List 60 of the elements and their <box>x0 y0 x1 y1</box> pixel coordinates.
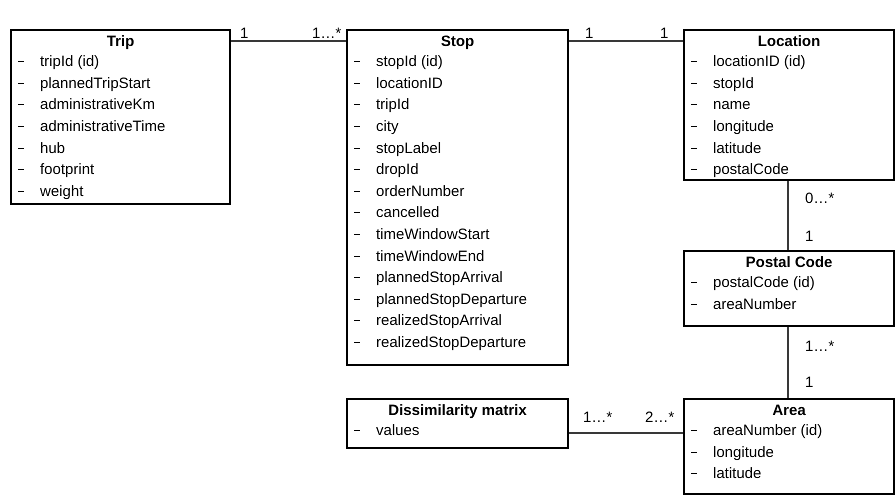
attribute-text: weight <box>40 182 84 200</box>
multiplicity-label: 1 <box>660 25 668 42</box>
association-line <box>569 40 683 42</box>
attribute-text: orderNumber <box>376 182 464 200</box>
class-box <box>10 29 231 205</box>
class-box <box>346 29 569 366</box>
attribute-text: postalCode (id) <box>713 274 815 292</box>
multiplicity-label: 1 <box>585 25 594 42</box>
class-box <box>683 250 895 327</box>
attribute-text: realizedStopDeparture <box>376 334 526 352</box>
attribute-text: realizedStopArrival <box>376 312 502 330</box>
multiplicity-label: 1…* <box>805 338 834 355</box>
attribute-text: stopId <box>713 74 754 92</box>
attribute-text: timeWindowStart <box>376 226 490 244</box>
class-name: Postal Code <box>744 253 834 272</box>
association-line <box>231 40 346 42</box>
attribute-text: tripId (id) <box>40 53 100 70</box>
attribute-text: values <box>376 422 420 440</box>
attribute-text: areaNumber <box>713 296 796 313</box>
attribute-text: postalCode <box>713 161 789 178</box>
multiplicity-label: 2…* <box>645 409 674 426</box>
association-line <box>787 181 789 250</box>
attribute-text: footprint <box>40 161 94 178</box>
multiplicity-label: 1…* <box>312 25 342 42</box>
association-line <box>569 432 683 434</box>
attribute-text: plannedTripStart <box>40 74 150 92</box>
attribute-text: stopId (id) <box>376 53 443 70</box>
attribute-text: city <box>376 118 398 136</box>
multiplicity-label: 1 <box>240 25 248 42</box>
attribute-text: administrativeTime <box>40 118 166 136</box>
attribute-text: locationID <box>376 74 443 92</box>
attribute-text: dropId <box>376 161 419 178</box>
class-box <box>346 398 569 449</box>
attribute-text: name <box>713 96 751 114</box>
attribute-text: stopLabel <box>376 140 442 157</box>
association-line <box>787 327 789 398</box>
attribute-text: latitude <box>713 140 762 157</box>
attribute-text: latitude <box>713 465 762 482</box>
class-box <box>683 29 895 181</box>
class-box <box>683 398 895 495</box>
class-name: Location <box>756 32 822 51</box>
attribute-text: plannedStopArrival <box>376 269 503 286</box>
multiplicity-label: 1 <box>805 228 814 245</box>
attribute-text: longitude <box>713 444 774 461</box>
attribute-text: administrativeKm <box>40 96 156 114</box>
class-name: Dissimilarity matrix <box>387 401 528 420</box>
attribute-text: tripId <box>376 96 410 114</box>
attribute-text: plannedStopDeparture <box>376 290 527 308</box>
multiplicity-label: 1…* <box>583 409 612 426</box>
attribute-text: timeWindowEnd <box>376 248 484 265</box>
class-name: Area <box>771 401 807 420</box>
class-name: Trip <box>106 32 136 51</box>
attribute-text: locationID (id) <box>713 53 806 70</box>
attribute-text: cancelled <box>376 204 440 222</box>
attribute-text: areaNumber (id) <box>713 422 822 440</box>
attribute-text: hub <box>40 140 66 157</box>
multiplicity-label: 1 <box>805 374 814 391</box>
attribute-text: longitude <box>713 118 774 136</box>
class-name: Stop <box>440 32 476 51</box>
multiplicity-label: 0…* <box>805 190 834 207</box>
